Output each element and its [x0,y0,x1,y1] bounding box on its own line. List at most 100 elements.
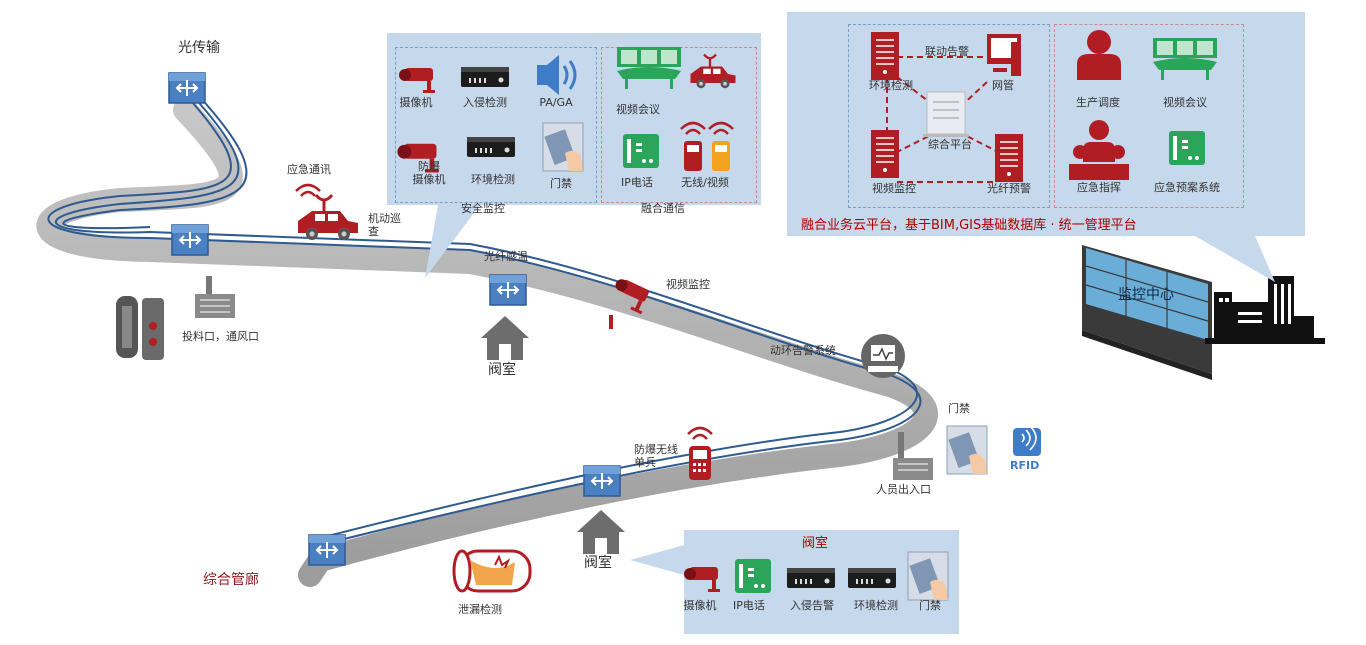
env-detect-label: 环境检测 [471,173,515,186]
video-server-icon [870,129,900,179]
inlet-vent-label: 投料口，通风口 [182,330,259,343]
security-group [395,47,597,203]
ip-phone-label: IP电话 [733,599,765,612]
switch-icon [168,72,206,104]
access-control-label: 门禁 [948,402,970,415]
access-label: 门禁 [919,599,941,612]
platform-icon [923,91,969,137]
access-label: 门禁 [550,177,572,190]
env-monitor-icon [848,568,896,588]
dispatcher-icon [1077,30,1121,80]
pa-ga-label: PA/GA [539,96,573,109]
fiber-line-3 [62,94,248,230]
video-conf-label: 视频会议 [616,103,660,116]
intrusion-alarm-icon [787,568,835,588]
entrance-icon [893,432,933,480]
cloud-caption: 融合业务云平台，基于BIM,GIS基础数据库 · 统一管理平台 [801,218,1137,233]
switch-icon [308,534,346,566]
valve-room-label-2: 阀室 [584,555,612,571]
emergency-signal-icon [294,183,322,198]
leak-detection-label: 泄漏检测 [458,603,502,616]
env-alarm-system-label: 动环告警系统 [770,344,836,357]
radio-icon [686,426,714,480]
video-monitor-label: 视频监控 [872,182,916,195]
valve-room-panel: 阀室 摄像机 IP电话 入侵告警 环境检测 门禁 [684,530,959,634]
intrusion-label: 入侵检测 [463,96,507,109]
panel-icons [397,47,737,173]
cloud-right-group [1054,24,1244,208]
security-title: 安全监控 [461,202,505,215]
ip-phone-icon [735,559,771,593]
valve-panel-title: 阀室 [802,536,829,551]
camera-label: 摄像机 [683,599,717,612]
emergency-plan-label: 应急预案系统 [1154,181,1220,194]
env-server-icon [870,31,900,81]
optical-transmission-label: 光传输 [178,40,220,56]
intrusion-detector-icon [461,67,509,87]
camera-icon [399,68,435,93]
valve-house-icon [577,510,625,554]
tunnel-body [36,98,938,587]
cloud-left-group [848,24,1050,208]
emergency-comm-label: 应急通讯 [287,163,331,176]
personnel-entrance-label: 人员出入口 [876,483,931,496]
callout-pointer [1195,236,1275,282]
platform-label: 综合平台 [928,138,972,151]
network-mgmt-label: 网管 [992,79,1014,92]
cloud-platform-panel: 环境检测 联动告警 网管 综合平台 视频监控 光纤预警 生产调度 视频会议 应急… [787,12,1305,236]
monitoring-center-label: 监控中心 [1118,287,1174,303]
emergency-plan-icon [1169,131,1205,165]
explosion-camera-label: 防爆 摄像机 [412,160,446,186]
env-alarm-icon [861,334,905,378]
dispatch-label: 生产调度 [1076,96,1120,109]
network-mgmt-icon [987,34,1021,76]
ip-phone-label: IP电话 [621,176,653,189]
security-comm-panel: 摄像机 入侵检测 PA/GA 防爆 摄像机 环境检测 门禁 安全监控 视频会议 … [387,33,761,215]
env-monitor-icon [467,137,515,157]
fiber-temp-label: 光纤感温 [484,250,528,263]
access-card-icon [907,551,949,601]
inlet-icon [116,296,164,360]
callout-pointer [425,205,480,278]
emergency-command-label: 应急指挥 [1077,181,1121,194]
callout-pointer [630,545,684,575]
fiber-alert-server-icon [994,133,1024,183]
city-buildings-icon [1205,276,1325,344]
utility-tunnel-label: 综合管廊 [203,572,259,588]
rfid-icon [1013,425,1041,456]
leak-pipe-icon [452,549,532,593]
video-wall-icon [1082,245,1212,380]
valve-room-label: 阀室 [488,362,516,378]
camera-label: 摄像机 [399,96,433,109]
patrol-car-icon [296,193,360,242]
wireless-handset-icon [679,121,735,171]
switch-icon [583,465,621,497]
camera-icon [684,567,720,592]
env-detect-label: 环境检测 [854,599,898,612]
valve-house-icon [481,316,529,360]
fiber-alert-label: 光纤预警 [987,182,1031,195]
switch-icon [171,224,209,256]
emergency-command-icon [1069,120,1129,180]
intrusion-alarm-label: 入侵告警 [790,599,834,612]
comm-car-icon [689,53,737,90]
rfid-label: RFID [1010,459,1040,472]
wireless-video-label: 无线/视频 [681,176,729,189]
comm-title: 融合通信 [641,202,685,215]
video-conference-icon [617,47,681,89]
ip-phone-icon [623,134,659,168]
access-card-icon [542,122,584,172]
access-card-icon [946,425,988,475]
switch-icon [489,274,527,306]
explosion-radio-label: 防爆无线 单兵 [634,443,678,469]
video-conference-icon [1153,38,1217,80]
env-detect-label: 环境检测 [869,79,913,92]
speaker-icon [537,55,577,95]
cloud-icons [870,30,1217,183]
mobile-patrol-label: 机动巡 查 [368,212,401,238]
video-conf-label: 视频会议 [1163,96,1207,109]
linkage-alarm-label: 联动告警 [925,45,969,58]
video-monitoring-label: 视频监控 [666,278,710,291]
